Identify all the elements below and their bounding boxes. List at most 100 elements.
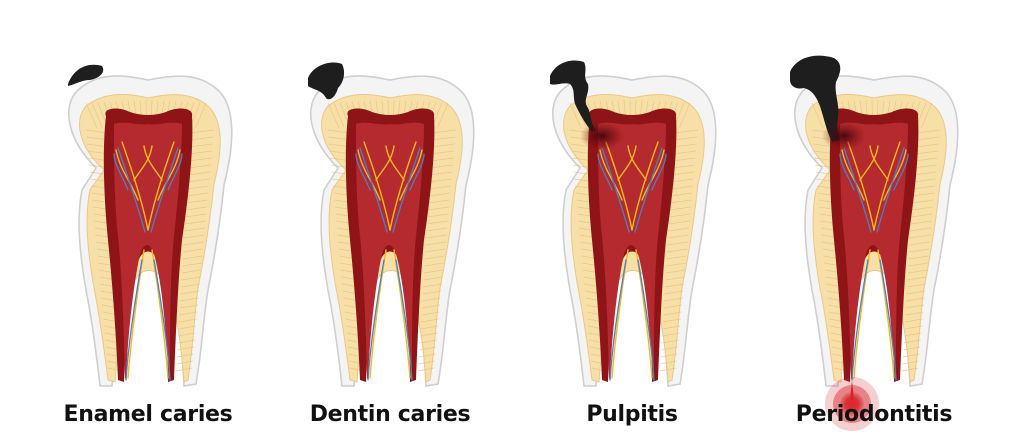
tubule-line	[425, 248, 446, 253]
tubule-line	[423, 276, 443, 281]
vessel-line	[879, 259, 897, 381]
tubule-line	[184, 227, 206, 232]
tubule-line	[666, 255, 687, 260]
nerve-line	[389, 141, 417, 231]
tubule-line	[180, 283, 200, 288]
tubule-line	[915, 129, 941, 134]
tubule-line	[189, 136, 214, 141]
nerve-line	[143, 145, 163, 181]
tubule-line	[177, 339, 195, 344]
tubule-line	[661, 346, 679, 351]
tubule-line	[666, 262, 686, 267]
tubule-line	[187, 178, 210, 183]
nerve-line	[869, 145, 889, 181]
tubule-line	[904, 332, 922, 337]
tubule-line	[915, 136, 940, 141]
tubule-line	[422, 297, 441, 302]
tubule-line	[430, 150, 455, 155]
tubule-line	[660, 367, 677, 372]
nerve-line	[641, 149, 665, 201]
nerve-line	[385, 145, 405, 181]
tubule-line	[421, 311, 440, 316]
tubule-line	[673, 143, 697, 148]
tubule-line	[668, 227, 690, 232]
nerve-line	[157, 149, 181, 201]
vessel-line	[359, 147, 388, 233]
vessel-line	[634, 147, 663, 233]
tubule-line	[425, 234, 447, 239]
tubule-line	[664, 290, 684, 295]
tubule-line	[910, 220, 932, 225]
tubule-line	[426, 227, 448, 232]
tubule-line	[904, 318, 923, 323]
tubule-line	[176, 353, 194, 358]
nerve-line	[859, 145, 879, 181]
nerve-line	[873, 141, 901, 231]
stage-label-pulpitis: Pulpitis	[586, 402, 678, 427]
tubule-line	[184, 220, 206, 225]
vessel-line	[125, 259, 143, 381]
tubule-line	[188, 157, 212, 162]
tubule-line	[179, 311, 198, 316]
stage-label-periodontitis: Periodontitis	[795, 402, 953, 427]
tubule-line	[427, 206, 449, 211]
tubule-line	[425, 241, 446, 246]
tubule-line	[664, 283, 684, 288]
tubule-line	[183, 234, 205, 239]
tubule-line	[183, 241, 204, 246]
stage-label-dentin-caries: Dentin caries	[309, 402, 471, 427]
tubule-line	[150, 100, 153, 117]
nerve-line	[363, 141, 391, 231]
tubule-line	[428, 192, 451, 197]
tubule-line	[178, 325, 197, 330]
vessel-line	[395, 259, 413, 381]
tubule-line	[667, 248, 688, 253]
decay-lesion	[550, 60, 596, 132]
tubule-line	[420, 318, 439, 323]
tubule-line	[634, 100, 637, 117]
tubule-line	[673, 129, 699, 134]
tubule-line	[811, 102, 824, 129]
tubule-line	[902, 360, 919, 365]
stage-label-enamel-caries: Enamel caries	[63, 402, 233, 427]
tubule-line	[180, 290, 200, 295]
tubule-line	[660, 360, 677, 365]
tooth-2	[308, 62, 475, 387]
vessel-line	[113, 153, 129, 191]
tubule-line	[392, 100, 395, 117]
tubule-line	[667, 241, 688, 246]
tubule-line	[906, 290, 926, 295]
tubule-line	[182, 255, 203, 260]
tubule-line	[437, 102, 449, 128]
tubule-line	[422, 283, 442, 288]
tubule-line	[669, 199, 692, 204]
tubule-line	[431, 143, 455, 148]
tubule-line	[904, 325, 923, 330]
tubule-line	[428, 185, 451, 190]
tubule-line	[911, 206, 933, 211]
nerves-vessels	[113, 141, 183, 381]
tubule-line	[902, 353, 920, 358]
tubule-line	[913, 171, 937, 176]
tubule-line	[669, 206, 691, 211]
tubule-line	[185, 199, 208, 204]
tubule-line	[424, 255, 445, 260]
tubule-line	[179, 304, 199, 309]
tubule-line	[185, 213, 207, 218]
vessel-line	[601, 147, 630, 233]
vessel-line	[893, 153, 909, 191]
tubule-line	[177, 346, 195, 351]
tubule-line	[921, 102, 933, 128]
vessel-line	[355, 153, 371, 191]
tubule-line	[906, 283, 926, 288]
tubule-line	[914, 157, 938, 162]
tubule-line	[912, 185, 935, 190]
tubule-line	[418, 360, 435, 365]
tubule-line	[187, 171, 211, 176]
tooth-3	[550, 60, 717, 387]
tubule-line	[910, 227, 932, 232]
tubule-line	[424, 262, 444, 267]
tubule-line	[670, 192, 693, 197]
tubule-line	[418, 367, 435, 372]
